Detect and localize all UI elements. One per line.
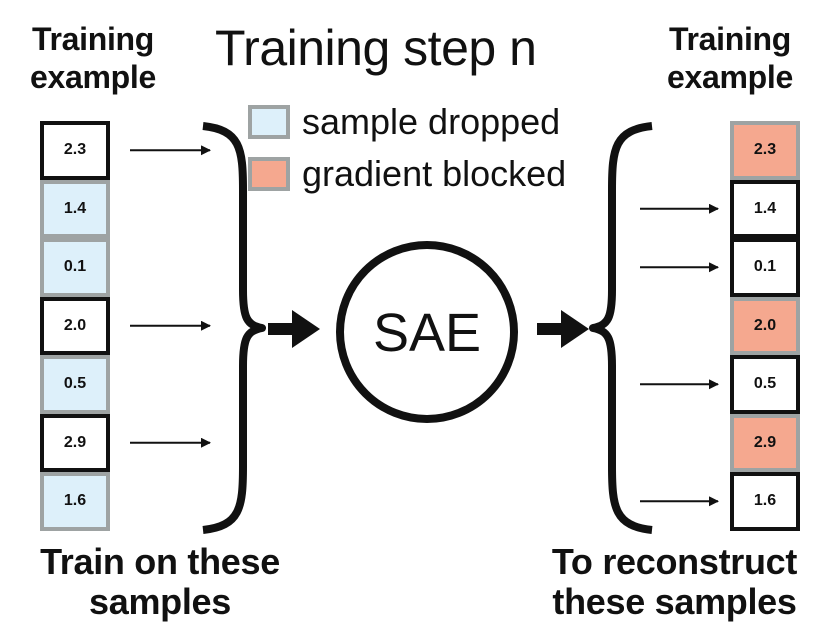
sample-cell-kept: 2.3 <box>40 121 110 180</box>
sample-cell-blocked: 2.9 <box>730 413 800 472</box>
right-brace <box>589 122 653 534</box>
sample-cell-dropped: 0.5 <box>40 355 110 414</box>
thick-arrow-out <box>537 310 589 348</box>
sample-cell-blocked: 2.0 <box>730 296 800 355</box>
sample-cell-dropped: 0.1 <box>40 238 110 297</box>
sample-cell-kept: 1.6 <box>730 472 800 531</box>
right-heading-line-2: example <box>667 59 793 95</box>
legend-item-gradient-blocked: gradient blocked <box>248 148 566 200</box>
left-brace <box>202 122 266 534</box>
legend-swatch-blocked <box>248 157 290 191</box>
sae-label: SAE <box>372 303 482 363</box>
diagram-title: Training step n <box>215 20 537 76</box>
sample-cell-blocked: 2.3 <box>730 121 800 180</box>
legend-swatch-dropped <box>248 105 290 139</box>
footer-right: To reconstruct these samples <box>522 542 827 622</box>
legend: sample dropped gradient blocked <box>248 96 566 200</box>
sample-cell-kept: 2.0 <box>40 296 110 355</box>
footer-left: Train on these samples <box>10 542 310 622</box>
right-heading-line-1: Training <box>668 21 792 57</box>
sae-circle <box>336 241 518 423</box>
sample-cell-kept: 2.9 <box>40 413 110 472</box>
sample-cell-kept: 1.4 <box>730 179 800 238</box>
sample-cell-dropped: 1.6 <box>40 472 110 531</box>
footer-right-line-1: To reconstruct <box>551 541 798 582</box>
thick-arrow-in <box>268 310 320 348</box>
legend-label: sample dropped <box>302 101 561 142</box>
right-column-heading: Training example <box>645 20 815 96</box>
left-heading-line-2: example <box>30 59 156 95</box>
sample-cell-kept: 0.5 <box>730 355 800 414</box>
left-heading-line-1: Training <box>31 21 155 57</box>
sample-cell-kept: 0.1 <box>730 238 800 297</box>
legend-item-sample-dropped: sample dropped <box>248 96 566 148</box>
sample-cell-dropped: 1.4 <box>40 179 110 238</box>
footer-right-line-2: these samples <box>552 581 797 622</box>
legend-label: gradient blocked <box>302 153 567 194</box>
footer-left-line-1: Train on these <box>40 541 280 582</box>
footer-left-line-2: samples <box>89 581 231 622</box>
left-column-heading: Training example <box>8 20 178 96</box>
